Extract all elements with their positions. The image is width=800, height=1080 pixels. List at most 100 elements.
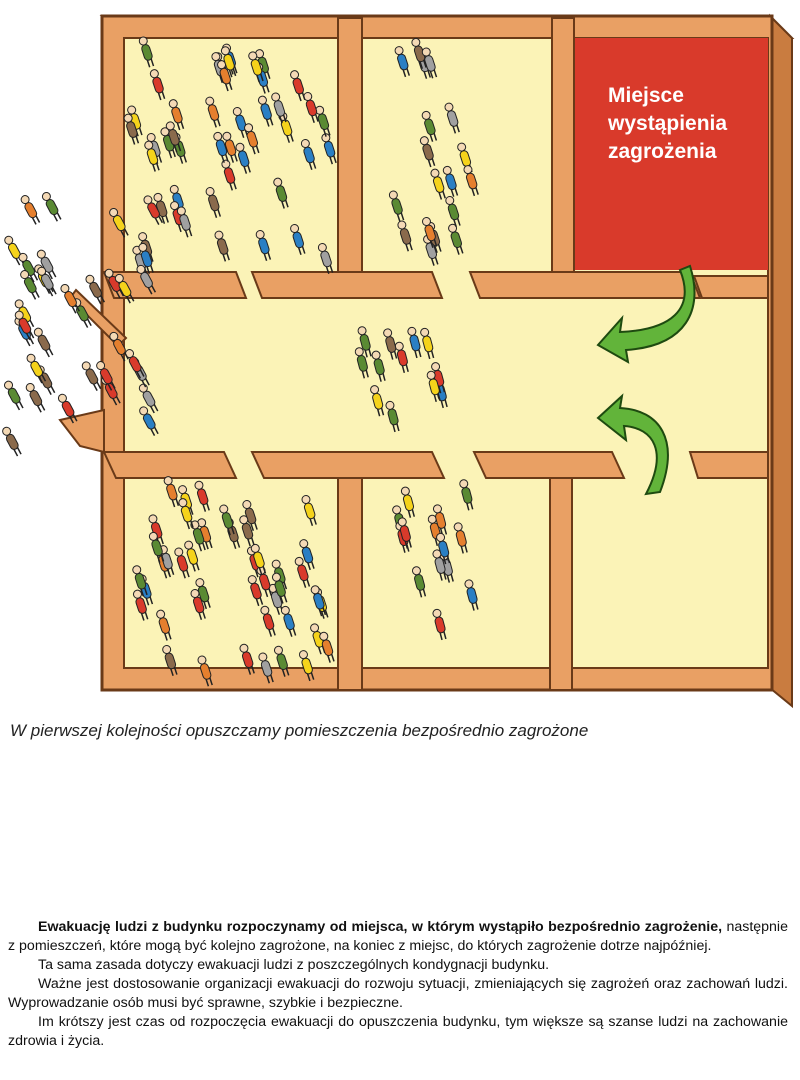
person-icon: [370, 385, 385, 417]
person-icon: [217, 60, 233, 92]
person-icon: [219, 504, 235, 536]
person-icon: [271, 92, 287, 124]
person-icon: [300, 138, 317, 171]
danger-zone-label: Miejsce wystąpienia zagrożenia: [608, 82, 768, 166]
person-icon: [205, 186, 222, 219]
person-icon: [144, 140, 160, 172]
person-icon: [184, 540, 200, 572]
person-icon: [36, 249, 57, 280]
person-icon: [165, 121, 182, 153]
figure-caption: W pierwszej kolejności opuszczamy pomies…: [10, 721, 589, 740]
danger-room: [572, 38, 768, 270]
person-icon: [26, 353, 47, 384]
person-icon: [244, 123, 260, 155]
person-icon: [114, 273, 135, 304]
person-icon: [301, 494, 317, 527]
person-icon: [190, 520, 206, 552]
person-icon: [394, 46, 411, 78]
person-icon: [319, 631, 335, 663]
person-icon: [354, 347, 369, 379]
person-icon: [20, 270, 40, 300]
person-icon: [432, 549, 447, 581]
person-icon: [132, 565, 148, 597]
person-icon: [303, 91, 319, 124]
person-icon: [239, 515, 255, 547]
person-icon: [127, 105, 143, 137]
paragraph-4: Im krótszy jest czas od rozpoczęcia ewak…: [8, 1014, 788, 1049]
person-icon: [310, 585, 327, 617]
person-icon: [123, 113, 140, 145]
person-icon: [242, 499, 258, 532]
person-icon: [273, 645, 290, 677]
person-icon: [162, 644, 178, 677]
person-icon: [448, 223, 464, 255]
person-icon: [411, 566, 427, 598]
person-icon: [385, 400, 400, 433]
person-icon: [109, 331, 129, 362]
person-icon: [388, 190, 405, 222]
person-icon: [426, 370, 441, 403]
evacuation-arrow-icon: [596, 264, 696, 496]
person-icon: [139, 406, 159, 436]
person-icon: [109, 207, 129, 238]
person-icon: [298, 650, 315, 682]
person-icon: [317, 242, 334, 275]
person-icon: [96, 361, 116, 391]
person-icon: [411, 37, 427, 69]
person-icon: [407, 326, 422, 359]
person-icon: [247, 575, 264, 607]
paragraph-1-rest: następnie z pomieszczeń, które mogą być …: [8, 919, 788, 954]
person-icon: [138, 242, 154, 274]
danger-label-line-2: wystąpienia: [608, 112, 728, 135]
person-icon: [258, 652, 274, 684]
person-icon: [321, 133, 337, 165]
person-icon: [214, 230, 230, 262]
person-icon: [421, 47, 438, 79]
person-icon: [235, 142, 251, 174]
paragraph-3: Ważne jest dostosowanie organizacji ewak…: [8, 976, 788, 1011]
person-icon: [125, 349, 145, 379]
person-icon: [222, 131, 238, 163]
person-icon: [442, 165, 459, 197]
person-icon: [290, 223, 306, 256]
person-icon: [232, 106, 249, 139]
person-icon: [178, 498, 194, 530]
person-icon: [132, 589, 149, 621]
person-icon: [432, 504, 448, 536]
person-icon: [255, 229, 272, 262]
person-icon: [143, 195, 164, 225]
person-icon: [357, 326, 372, 358]
person-icon: [148, 531, 165, 563]
person-icon: [160, 127, 176, 159]
person-icon: [81, 361, 102, 391]
person-icon: [444, 102, 460, 134]
person-icon: [290, 70, 306, 102]
person-icon: [239, 643, 255, 675]
person-icon: [138, 36, 155, 68]
person-icon: [176, 206, 193, 238]
paragraph-2: Ta sama zasada dotyczy ewakuacji ludzi z…: [38, 957, 550, 973]
person-icon: [195, 578, 211, 610]
person-icon: [85, 274, 106, 305]
interior-walls: [58, 17, 769, 691]
person-icon: [4, 380, 24, 411]
person-icon: [156, 609, 172, 641]
person-icon: [299, 539, 315, 571]
people-crowd: [2, 36, 479, 687]
person-icon: [394, 341, 409, 374]
person-icon: [149, 69, 166, 101]
person-icon: [273, 177, 289, 209]
paragraph-1-bold: Ewakuację ludzi z budynku rozpoczynamy o…: [38, 919, 723, 935]
person-icon: [397, 220, 413, 252]
person-icon: [250, 543, 267, 575]
person-icon: [41, 191, 62, 222]
person-icon: [18, 252, 39, 283]
evacuation-floor-plan: [2, 13, 795, 709]
person-icon: [432, 608, 447, 641]
person-icon: [420, 327, 435, 360]
paragraph-1: Ewakuację ludzi z budynku rozpoczynamy o…: [8, 918, 788, 956]
person-icon: [400, 486, 416, 518]
person-icon: [205, 96, 221, 128]
person-icon: [213, 131, 229, 163]
person-icon: [397, 517, 412, 549]
